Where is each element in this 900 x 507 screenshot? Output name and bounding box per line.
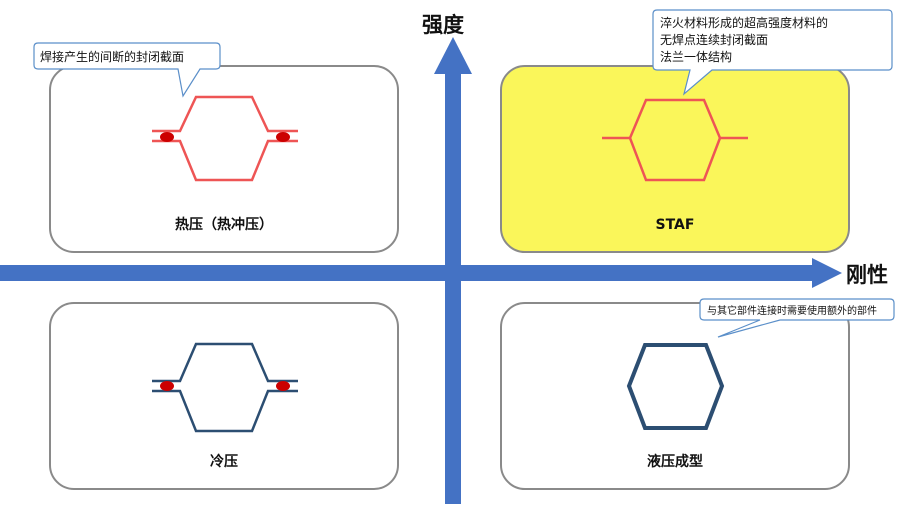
panel-hydroforming-box [500,302,850,490]
callout-hydroforming-text: 与其它部件连接时需要使用额外的部件 [707,304,877,317]
hot-stamping-profile [152,95,298,182]
staf-profile [602,98,748,182]
horizontal-axis [0,258,842,288]
horizontal-axis-arrowhead [812,258,842,288]
panel-label-staf: STAF [656,217,695,233]
weld-spot-icon [160,381,174,391]
vertical-axis [434,37,472,504]
callout-hot-stamping-text: 焊接产生的间断的封闭截面 [40,49,184,64]
panel-hot-stamping-box [49,65,399,253]
callout-staf: 淬火材料形成的超高强度材料的 无焊点连续封闭截面 法兰一体结构 [652,9,893,96]
y-axis-label: 强度 [422,13,464,37]
x-axis-label: 刚性 [846,263,888,287]
weld-spot-icon [276,132,290,142]
panel-label-hydroforming: 液压成型 [647,453,703,470]
panel-label-hot-stamping: 热压（热冲压） [175,216,273,233]
callout-staf-line-3: 法兰一体结构 [660,49,732,64]
callout-hot-stamping: 焊接产生的间断的封闭截面 [33,42,221,98]
panel-cold-stamping-box [49,302,399,490]
callout-staf-line-1: 淬火材料形成的超高强度材料的 [660,15,828,30]
weld-spot-icon [160,132,174,142]
vertical-axis-arrowhead [434,37,472,74]
hydroforming-profile [626,343,725,430]
panel-label-cold-stamping: 冷压 [210,453,238,470]
callout-staf-line-2: 无焊点连续封闭截面 [660,32,768,47]
callout-hydroforming: 与其它部件连接时需要使用额外的部件 [699,298,895,338]
cold-stamping-profile [152,342,298,433]
weld-spot-icon [276,381,290,391]
